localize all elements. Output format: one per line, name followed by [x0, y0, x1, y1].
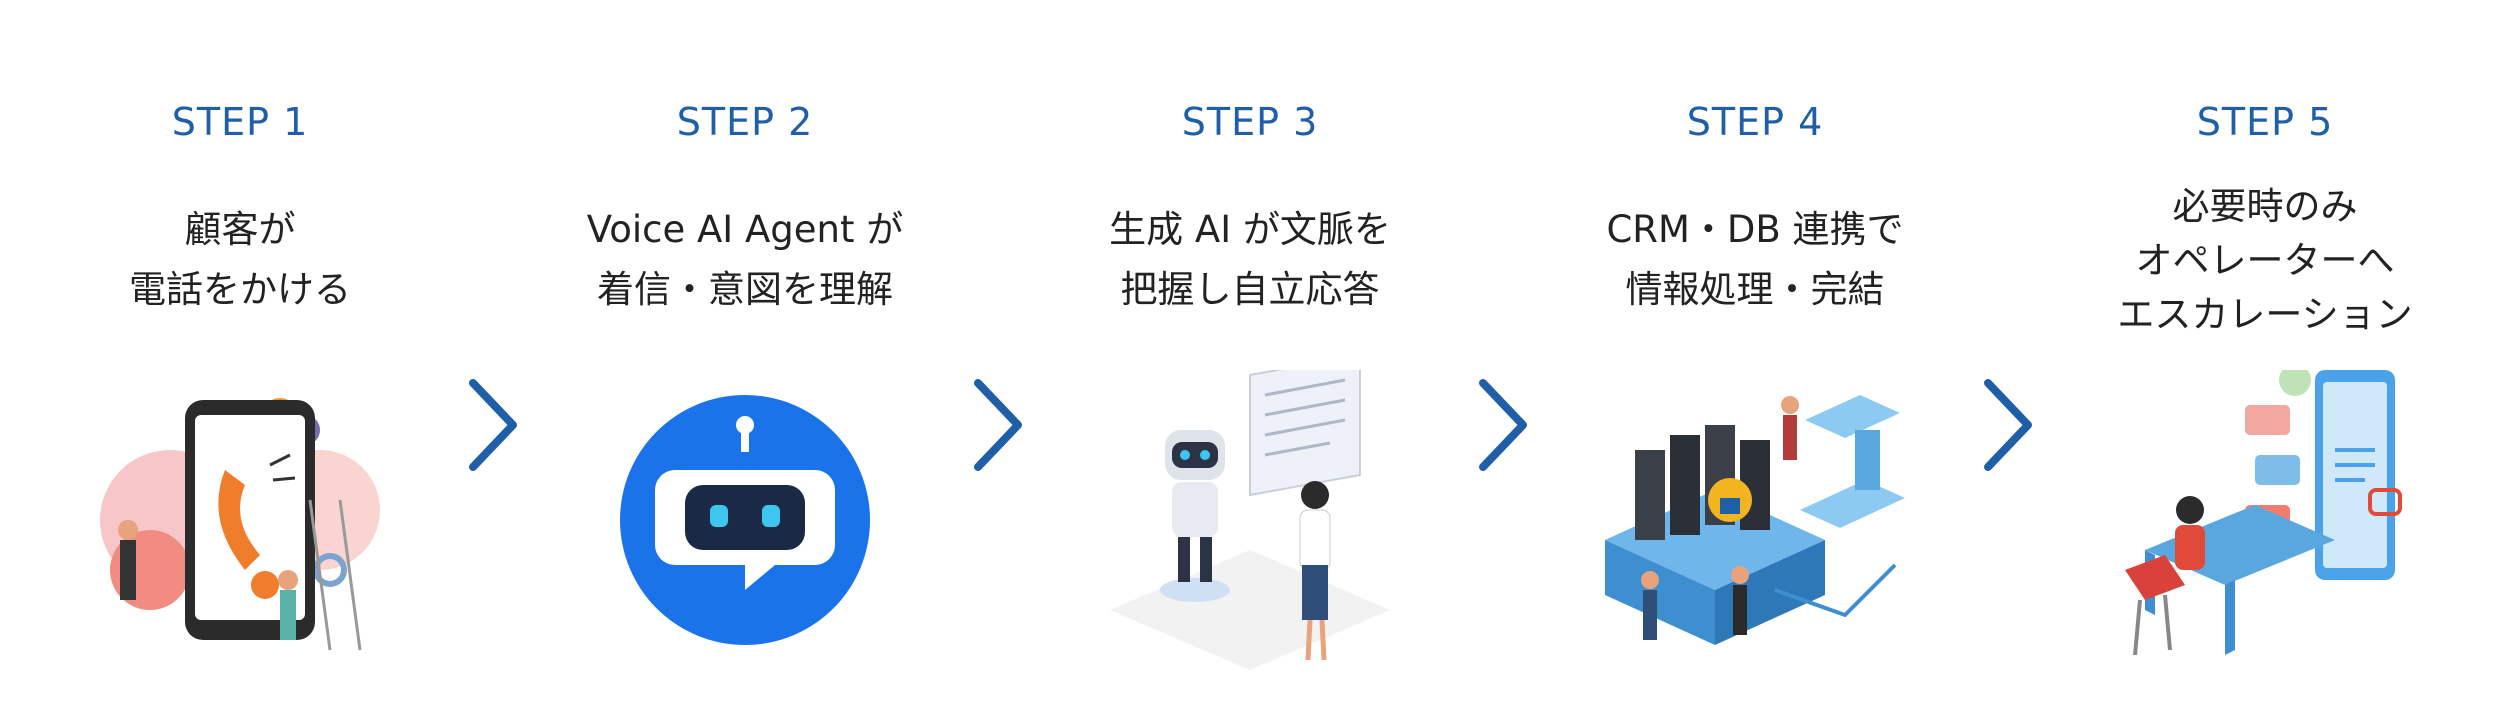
- step-label: STEP 3: [1181, 100, 1319, 144]
- step-3: STEP 3 生成 AI が文脈を 把握し自立応答: [1020, 0, 1480, 720]
- phone-call-icon: [100, 398, 380, 651]
- step-1: STEP 1 顧客が 電話をかける: [10, 0, 470, 720]
- step-description: 生成 AI が文脈を 把握し自立応答: [1109, 208, 1391, 311]
- step-description: Voice AI Agent が 着信・意図を理解: [586, 208, 904, 311]
- step-label: STEP 2: [676, 100, 814, 144]
- chevron-right-icon: [1479, 379, 1527, 471]
- step-description: 必要時のみ オペレーターへ エスカレーション: [2117, 185, 2413, 336]
- operator-icon: [2125, 370, 2402, 656]
- chevron-right-icon: [1984, 379, 2032, 471]
- server-security-icon: [1605, 395, 1905, 645]
- robot-consult-icon: [1110, 370, 1390, 670]
- step-label: STEP 4: [1686, 100, 1824, 144]
- chevron-right-icon: [974, 379, 1022, 471]
- step-description: 顧客が 電話をかける: [129, 208, 351, 311]
- robot-icon: [620, 395, 870, 645]
- step-description: CRM・DB 連携で 情報処理・完結: [1606, 208, 1904, 311]
- step-5: STEP 5 必要時のみ オペレーターへ エスカレーション: [2035, 0, 2495, 720]
- chevron-right-icon: [469, 379, 517, 471]
- step-label: STEP 1: [171, 100, 309, 144]
- step-2: STEP 2 Voice AI Agent が 着信・意図を理解: [515, 0, 975, 720]
- step-4: STEP 4 CRM・DB 連携で 情報処理・完結: [1525, 0, 1985, 720]
- step-label: STEP 5: [2196, 100, 2334, 144]
